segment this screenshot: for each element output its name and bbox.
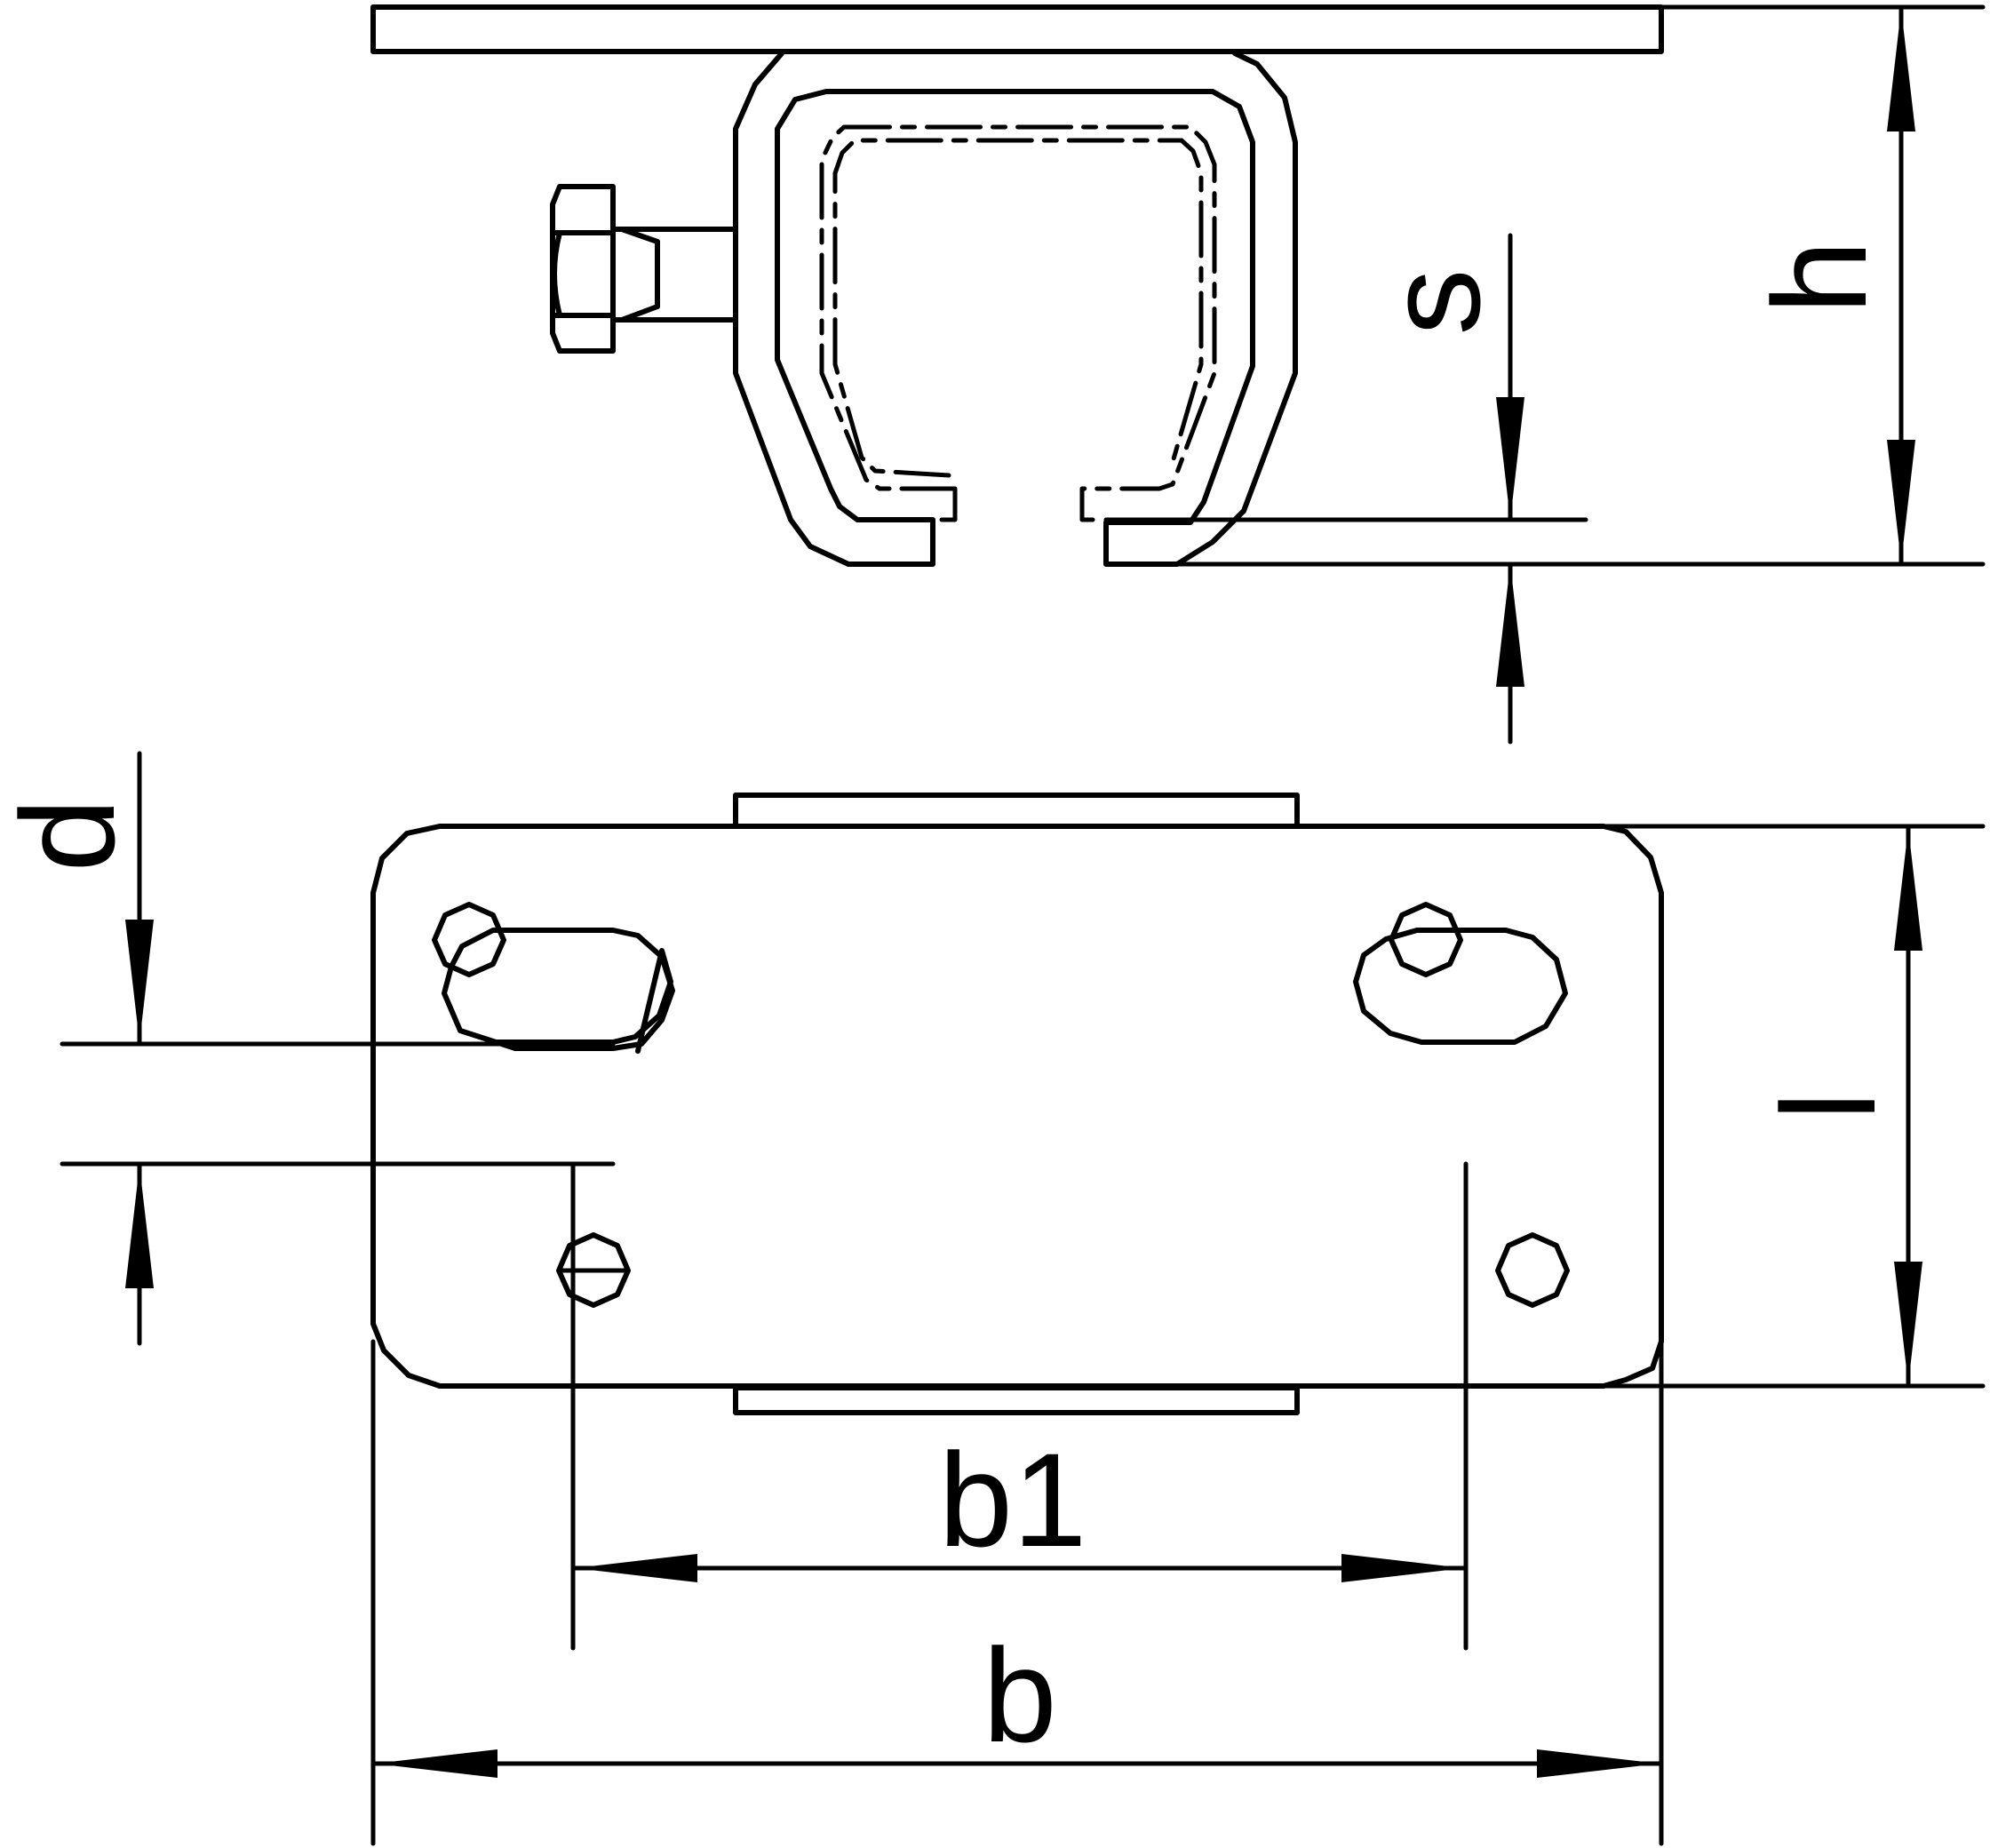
clamp-outer-profile	[733, 51, 1298, 567]
label-s: s	[1358, 269, 1508, 336]
slotted-hole-left-outline	[442, 928, 675, 1051]
bolt-shank	[610, 227, 738, 323]
dimension-h	[1103, 4, 1986, 567]
rail-profile-hidden-inner	[832, 138, 1204, 478]
mounting-hole-top-right	[1389, 902, 1463, 977]
slotted-hole-right	[1353, 928, 1568, 1045]
label-b1: b1	[939, 1425, 1087, 1574]
rail-profile-hidden-outer	[819, 124, 1217, 522]
dimension-l	[1601, 824, 1986, 1389]
label-l: l	[1754, 1091, 1903, 1120]
mounting-hole-bottom-right	[1495, 1232, 1570, 1308]
slotted-hole-left	[490, 948, 673, 1054]
side-mounting-plate	[370, 4, 1664, 54]
dimension-d	[60, 751, 616, 1346]
dimension-b1	[570, 1161, 1469, 1651]
bolt-head	[550, 184, 616, 354]
label-b: b	[983, 1621, 1056, 1770]
label-h: h	[1745, 240, 1894, 314]
rail-bottom-stub	[733, 1385, 1300, 1415]
rail-top-stub	[733, 793, 1300, 829]
side-view	[370, 4, 1664, 567]
dimension-b	[370, 1339, 1664, 1846]
mounting-hole-top-left	[432, 902, 506, 977]
label-d: d	[0, 798, 142, 872]
set-screw	[550, 184, 738, 354]
mounting-hole-bottom-left	[556, 1232, 631, 1308]
dimension-s	[1103, 233, 1588, 745]
